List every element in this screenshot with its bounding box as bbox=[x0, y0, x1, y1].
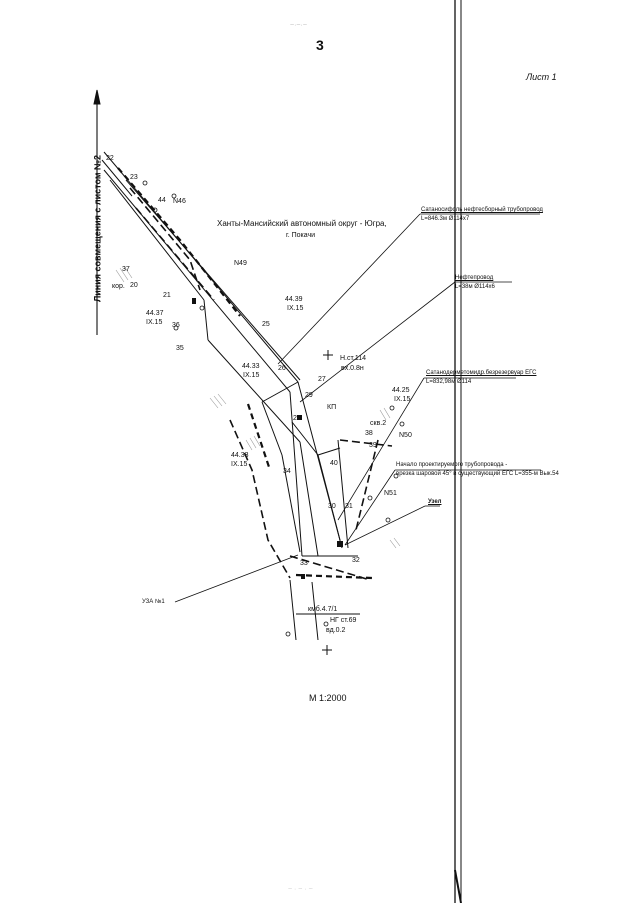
node-23: 23 bbox=[130, 174, 138, 181]
parcel-1-block: IX.15 bbox=[287, 305, 304, 312]
scale-label: М 1:2000 bbox=[309, 693, 347, 703]
node-29: 29 bbox=[305, 392, 313, 399]
node-27: 27 bbox=[318, 376, 326, 383]
hatching bbox=[115, 265, 401, 549]
match-line-label: Линия совмещения с листом №2 bbox=[92, 154, 103, 303]
well-label-2: вх.0.8н bbox=[341, 365, 364, 372]
node-32: 32 bbox=[352, 557, 360, 564]
mark-n51: N51 bbox=[384, 490, 397, 497]
node-21: 21 bbox=[163, 292, 171, 299]
sheet-label: Лист 1 bbox=[526, 72, 557, 82]
region-title: Ханты-Мансийский автономный округ - Югра… bbox=[217, 219, 387, 228]
dashed-boundaries bbox=[129, 187, 393, 581]
mark-kp: КП bbox=[327, 404, 337, 411]
parcel-3-block: IX.15 bbox=[243, 372, 260, 379]
node-36: 36 bbox=[172, 322, 180, 329]
callout-4-title: Начало проектируемого трубопровода - bbox=[396, 462, 508, 468]
node-34: 34 bbox=[283, 468, 291, 475]
mark-bottom-3: НГ ст.69 bbox=[330, 617, 357, 624]
match-line-axis bbox=[93, 89, 101, 335]
bottom-detail bbox=[289, 579, 360, 641]
callout-1-title: Сатаносифоль нефтесборный трубопровод bbox=[421, 207, 543, 213]
node-44: 44 bbox=[158, 197, 166, 204]
scan-mark-bottom: ~ · ~ · ~ bbox=[288, 886, 313, 893]
node-37: 37 bbox=[122, 266, 130, 273]
grid-crosses bbox=[322, 350, 333, 655]
node-28: 28 bbox=[293, 415, 301, 422]
callout-1-sub: L=846.3м Ø114x7 bbox=[421, 216, 470, 222]
callout-4-sub: врезка шаровой 45° в существующий ЕГС L=… bbox=[396, 471, 559, 477]
node-39: 39 bbox=[369, 442, 377, 449]
pipeline-dashed bbox=[117, 167, 373, 580]
mark-kor: кор. bbox=[112, 283, 125, 290]
node-26: 26 bbox=[278, 365, 286, 372]
mark-well: скв.2 bbox=[370, 420, 387, 427]
parcel-1-number: 44.39 bbox=[285, 296, 303, 303]
callout-leaders bbox=[174, 213, 541, 603]
node-35: 35 bbox=[176, 345, 184, 352]
parcel-4-block: IX.15 bbox=[394, 396, 411, 403]
callout-3-sub: L=832,98м Ø114 bbox=[426, 379, 472, 385]
parcel-5-number: 44.33 bbox=[231, 452, 249, 459]
well-label-1: Н.ст.114 bbox=[340, 355, 367, 362]
node-40: 40 bbox=[330, 460, 338, 467]
junction-node bbox=[192, 298, 343, 579]
callout-2-title: Нефтепровод bbox=[455, 275, 494, 281]
corridor-lines bbox=[101, 151, 358, 557]
node-31: 31 bbox=[345, 503, 353, 510]
node-20: 20 bbox=[130, 282, 138, 289]
node-22: 22 bbox=[106, 155, 114, 162]
mark-n49: N49 bbox=[234, 260, 247, 267]
mark-bottom-2: вд.0.2 bbox=[326, 627, 346, 634]
callout-5-title: Узел bbox=[428, 499, 442, 505]
parcel-4-number: 44.25 bbox=[392, 387, 410, 394]
node-25: 25 bbox=[262, 321, 270, 328]
callout-6-title: УЗА №1 bbox=[142, 599, 165, 605]
sheet-border bbox=[454, 0, 462, 903]
node-38: 38 bbox=[365, 430, 373, 437]
mark-n50: N50 bbox=[399, 432, 412, 439]
parcel-3-number: 44.33 bbox=[242, 363, 260, 370]
parcel-2-block: IX.15 bbox=[146, 319, 163, 326]
point-markers bbox=[142, 180, 405, 637]
scan-mark-top: ~·~·~ bbox=[290, 22, 307, 29]
page-number: 3 bbox=[316, 37, 324, 53]
parcel-5-block: IX.15 bbox=[231, 461, 248, 468]
parcel-2-number: 44.37 bbox=[146, 310, 164, 317]
mark-n46: N46 bbox=[173, 198, 186, 205]
mark-bottom-1: кмб.4.7/1 bbox=[308, 606, 338, 613]
node-30: 30 bbox=[328, 503, 336, 510]
callout-2-sub: L=38м Ø114x6 bbox=[455, 284, 495, 290]
node-33: 33 bbox=[300, 560, 308, 567]
callout-3-title: Сатанодерметомидр.безрезервуар ЕГС bbox=[426, 370, 537, 376]
city-name: г. Покачи bbox=[286, 232, 316, 239]
